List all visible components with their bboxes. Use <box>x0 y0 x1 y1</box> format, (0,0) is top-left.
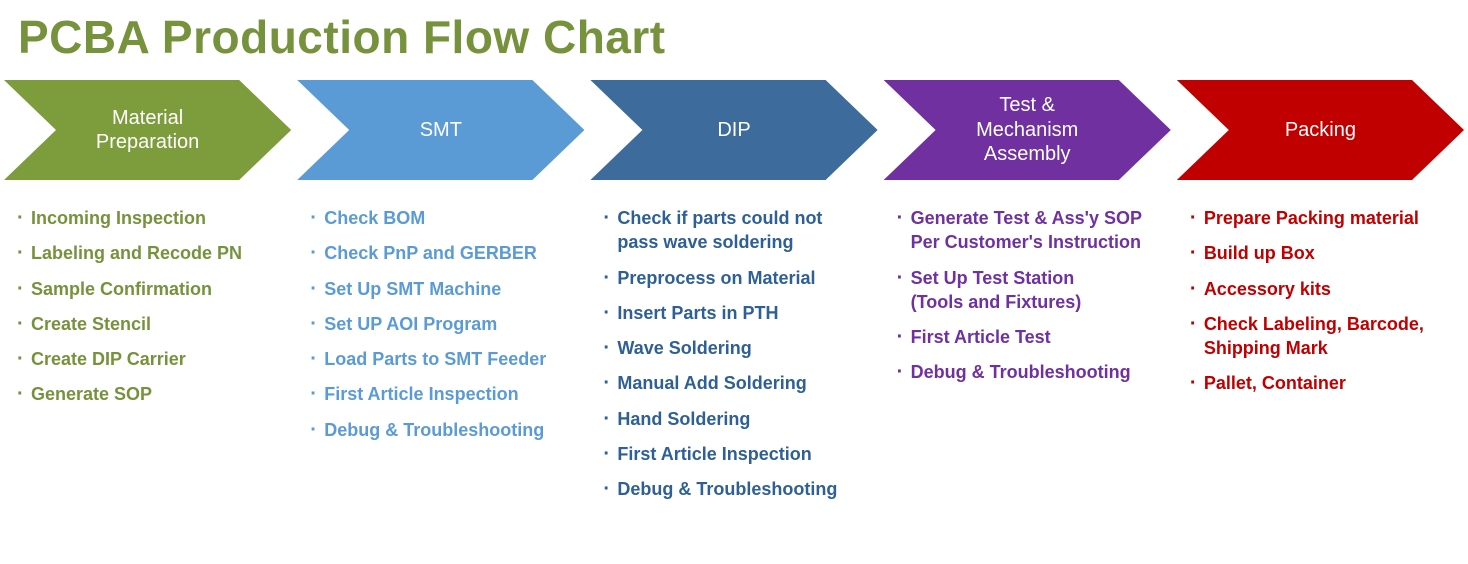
list-item: Debug & Troubleshooting <box>602 476 877 503</box>
list-item: Prepare Packing material <box>1189 205 1464 232</box>
stage-arrow-test-mechanism-assembly: Test & Mechanism Assembly <box>884 80 1171 180</box>
list-item: Set Up Test Station (Tools and Fixtures) <box>896 265 1171 315</box>
list-item: Set Up SMT Machine <box>309 276 584 303</box>
task-list-test-mechanism-assembly: Generate Test & Ass'y SOP Per Customer's… <box>884 205 1171 396</box>
task-list-dip: Check if parts could not pass wave solde… <box>590 205 877 513</box>
list-item: Generate SOP <box>16 381 291 408</box>
list-item: Wave Soldering <box>602 335 877 362</box>
stage-label-packing: Packing <box>1284 118 1356 141</box>
task-lists-row: Incoming Inspection Labeling and Recode … <box>0 205 1468 513</box>
list-item: Debug & Troubleshooting <box>896 359 1171 386</box>
list-item: Incoming Inspection <box>16 205 291 232</box>
list-item: Hand Soldering <box>602 406 877 433</box>
stage-label-test-mechanism-assembly: Test & Mechanism Assembly <box>976 94 1079 166</box>
stage-label-smt: SMT <box>419 118 462 141</box>
list-item: Debug & Troubleshooting <box>309 417 584 444</box>
stage-label-dip: DIP <box>717 118 751 141</box>
list-item: First Article Inspection <box>602 441 877 468</box>
list-item: Create Stencil <box>16 311 291 338</box>
list-item: Generate Test & Ass'y SOP Per Customer's… <box>896 205 1171 255</box>
list-item: Pallet, Container <box>1189 370 1464 397</box>
list-item: Check PnP and GERBER <box>309 240 584 267</box>
task-list-smt: Check BOM Check PnP and GERBER Set Up SM… <box>297 205 584 453</box>
page-title: PCBA Production Flow Chart <box>18 11 666 63</box>
list-item: Accessory kits <box>1189 276 1464 303</box>
list-item: Load Parts to SMT Feeder <box>309 346 584 373</box>
list-item: Preprocess on Material <box>602 265 877 292</box>
list-item: Check if parts could not pass wave solde… <box>602 205 877 255</box>
list-item: First Article Inspection <box>309 381 584 408</box>
list-item: Set UP AOI Program <box>309 311 584 338</box>
stage-label-material-preparation: Material Preparation <box>95 106 200 153</box>
list-item: Check BOM <box>309 205 584 232</box>
list-item: Sample Confirmation <box>16 276 291 303</box>
list-item: Create DIP Carrier <box>16 346 291 373</box>
list-item: First Article Test <box>896 324 1171 351</box>
list-item: Insert Parts in PTH <box>602 300 877 327</box>
process-arrow-row: Material Preparation SMT DIP Test & Mech… <box>0 80 1468 180</box>
list-item: Labeling and Recode PN <box>16 240 291 267</box>
list-item: Check Labeling, Barcode, Shipping Mark <box>1189 311 1464 361</box>
stage-arrow-packing: Packing <box>1177 80 1464 180</box>
stage-arrow-material-preparation: Material Preparation <box>4 80 291 180</box>
stage-arrow-smt: SMT <box>297 80 584 180</box>
list-item: Build up Box <box>1189 240 1464 267</box>
list-item: Manual Add Soldering <box>602 370 877 397</box>
task-list-material-preparation: Incoming Inspection Labeling and Recode … <box>4 205 291 418</box>
stage-arrow-dip: DIP <box>590 80 877 180</box>
task-list-packing: Prepare Packing material Build up Box Ac… <box>1177 205 1464 407</box>
